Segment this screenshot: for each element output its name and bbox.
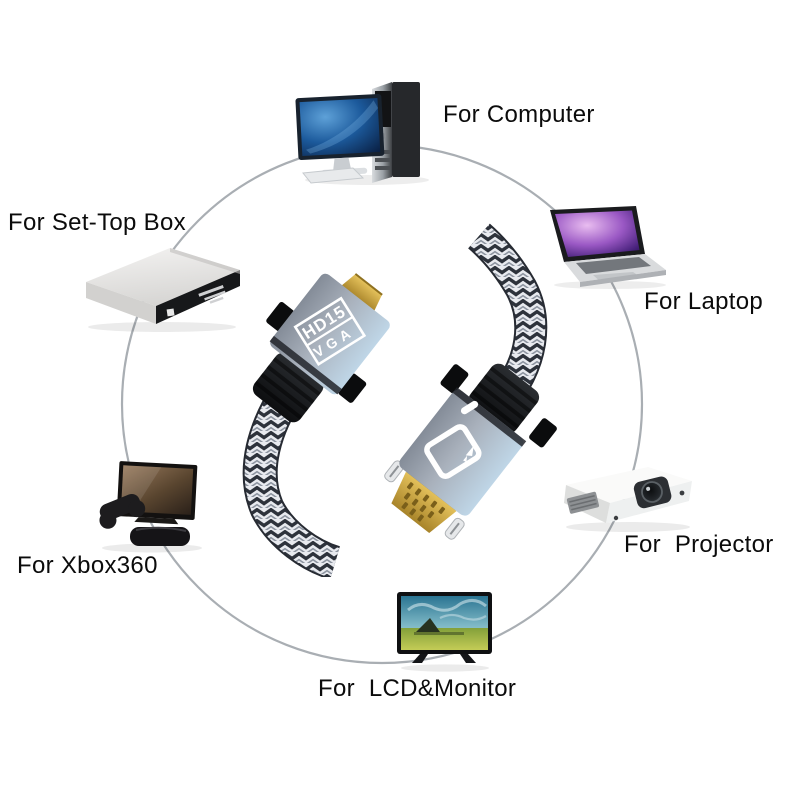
braided-cable-right (467, 223, 548, 406)
vga-cable-image: HD15 VGA (215, 222, 585, 580)
label-for-projector: For Projector (624, 531, 774, 558)
label-for-laptop: For Laptop (644, 288, 764, 315)
label-for-lcd-monitor: For LCD&Monitor (318, 675, 517, 702)
right-connector (384, 363, 557, 540)
left-connector: HD15 VGA (252, 273, 390, 423)
label-for-computer: For Computer (443, 101, 595, 128)
laptop-image (538, 204, 673, 292)
set-top-box-image (70, 240, 250, 335)
label-for-xbox360: For Xbox360 (17, 552, 158, 579)
projector-image (556, 455, 701, 535)
gold-plug-back (340, 274, 382, 313)
computer-image (295, 74, 435, 186)
xbox360-image (90, 455, 205, 555)
monitor-icon (424, 400, 482, 480)
label-for-set-top-box: For Set-Top Box (8, 209, 186, 236)
lcd-monitor-image (390, 588, 500, 674)
braided-cable-left (242, 380, 341, 580)
